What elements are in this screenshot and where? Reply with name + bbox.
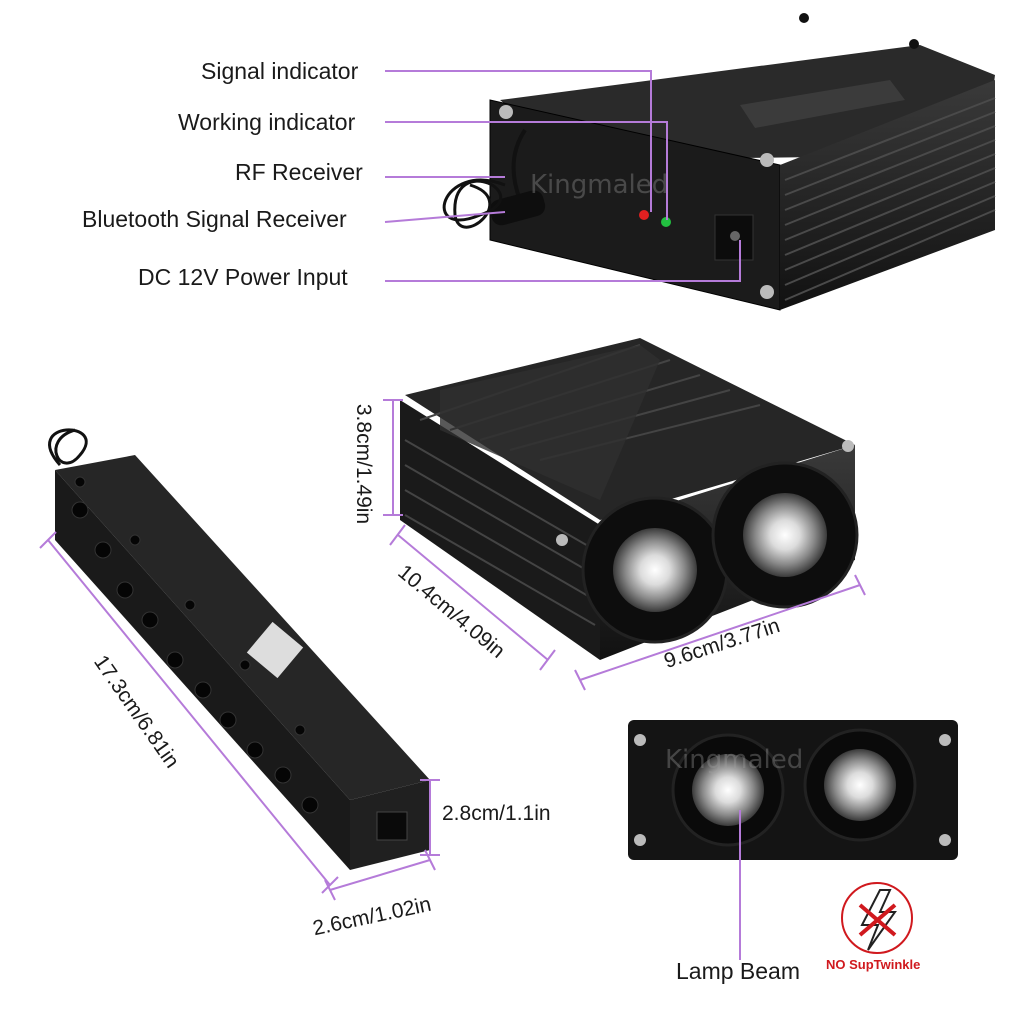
middle-light-engine: [400, 338, 859, 660]
qr-code-icon: [246, 621, 304, 679]
led-fiber-bar: [48, 428, 430, 870]
engine-height-dimension: 3.8cm/1.49in: [352, 403, 376, 525]
lens-icon: [743, 493, 827, 577]
lamp-beam-panel: [628, 720, 958, 860]
signal-indicator-led-icon: [639, 210, 649, 220]
rf-antenna-icon: [511, 128, 527, 201]
working-indicator-led-icon: [661, 217, 671, 227]
callout-lines: [384, 70, 741, 282]
signal-indicator-label: Signal indicator: [201, 58, 359, 84]
screw-icon: [499, 105, 513, 119]
bluetooth-receiver-icon: [489, 190, 546, 226]
working-indicator-label: Working indicator: [178, 109, 356, 135]
bar-dc-jack-icon: [376, 811, 408, 841]
bar-height-dimension: 2.8cm/1.1in: [442, 802, 551, 825]
lens-icon: [613, 528, 697, 612]
screw-icon: [760, 285, 774, 299]
watermark: Kingmaled: [665, 745, 804, 775]
no-suptwinkle-text: NO SupTwinkle: [826, 957, 921, 972]
top-light-engine: [442, 13, 996, 311]
rf-receiver-label: RF Receiver: [235, 159, 363, 185]
fiber-ports: [71, 476, 319, 814]
dc-input-label: DC 12V Power Input: [138, 264, 348, 290]
screw-icon: [760, 153, 774, 167]
watermark: Kingmaled: [530, 170, 669, 200]
coil-wire-icon: [442, 178, 506, 229]
bluetooth-receiver-label: Bluetooth Signal Receiver: [82, 206, 347, 232]
heat-sink-fins: [784, 97, 996, 301]
no-suptwinkle-badge: [841, 882, 913, 954]
dimension-lines: [39, 399, 866, 901]
lamp-beam-label: Lamp Beam: [676, 958, 801, 984]
